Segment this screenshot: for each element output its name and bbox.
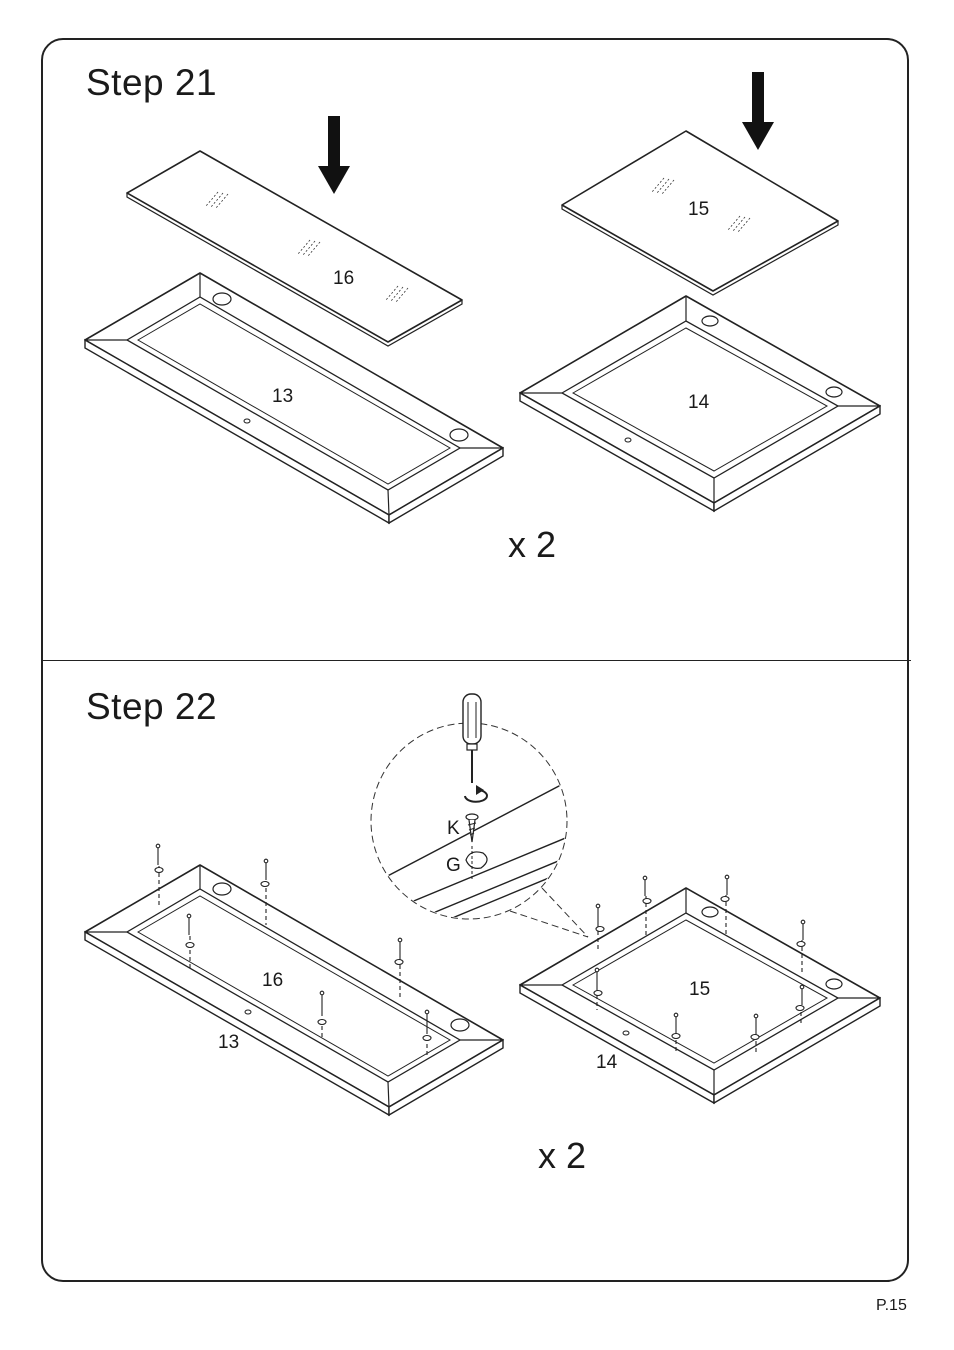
screw-label: K — [447, 818, 460, 839]
assembly-frame-long-label: 13 — [218, 1032, 239, 1053]
step-22-multiplier: x 2 — [538, 1135, 586, 1177]
assembly-glass-long-label: 16 — [262, 970, 283, 991]
detail-magnifier — [371, 723, 588, 948]
glass-short-label: 15 — [688, 199, 709, 220]
step-21-multiplier: x 2 — [508, 524, 556, 566]
arrow-down-icon — [742, 72, 774, 150]
frame-short-label: 14 — [688, 392, 710, 413]
arrow-down-icon — [318, 116, 350, 194]
glass-long-label: 16 — [333, 268, 354, 289]
assembly-glass-short-label: 15 — [689, 979, 710, 1000]
clip-label: G — [446, 855, 461, 876]
frame-long-label: 13 — [272, 386, 293, 407]
assembly-frame-short-label: 14 — [596, 1052, 618, 1073]
page-number: P.15 — [876, 1297, 907, 1315]
